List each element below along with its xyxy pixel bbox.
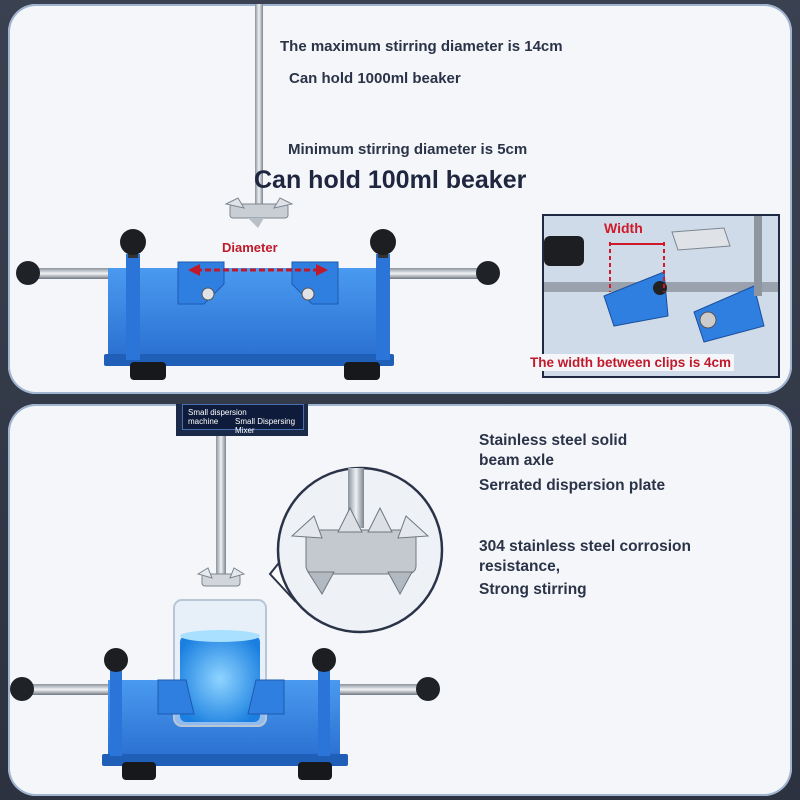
stirrer-with-beaker-illustration: [10, 404, 444, 780]
bottom-left-knob: [104, 648, 128, 672]
diameter-label: Diameter: [222, 240, 278, 255]
glass-beaker: [173, 599, 267, 727]
clip-width-caption: The width between clips is 4cm: [527, 354, 735, 371]
bottom-panel: Small dispersion machine Small Dispersin…: [8, 404, 792, 796]
max-beaker-text: Can hold 1000ml beaker: [289, 70, 461, 87]
device-nameplate: Small dispersion machine Small Dispersin…: [182, 404, 304, 435]
clip-width-inset: Width: [542, 214, 780, 378]
diameter-arrow: [188, 264, 328, 276]
rod-end-knob-left: [16, 261, 40, 285]
feature-axle-line1: Stainless steel solid: [479, 432, 628, 449]
nameplate-line1: Small dispersion: [188, 408, 247, 417]
nameplate-line2: machine: [188, 417, 219, 426]
bottom-right-knob: [312, 648, 336, 672]
min-beaker-headline: Can hold 100ml beaker: [254, 166, 527, 194]
bottom-stirring-shaft: [216, 436, 226, 586]
feature-steel-line3: Strong stirring: [479, 581, 587, 598]
rod-end-knob-right: [476, 261, 500, 285]
feature-steel-line2: resistance,: [479, 558, 560, 575]
top-panel: The maximum stirring diameter is 14cm Ca…: [8, 4, 792, 394]
nameplate-line3: Small Dispersing Mixer: [235, 417, 296, 435]
dispersion-impeller: [224, 197, 294, 228]
clip-closeup-illustration: [544, 216, 778, 376]
left-tightening-knob: [120, 229, 146, 258]
right-post: [376, 254, 390, 360]
bottom-impeller: [196, 567, 246, 587]
feature-axle-line2: beam axle: [479, 452, 554, 469]
max-diameter-text: The maximum stirring diameter is 14cm: [280, 38, 563, 55]
min-diameter-text: Minimum stirring diameter is 5cm: [288, 141, 528, 158]
feature-plate: Serrated dispersion plate: [479, 477, 666, 494]
right-tightening-knob: [370, 229, 396, 258]
stirring-shaft: [255, 4, 263, 216]
impeller-zoom-circle: [268, 466, 444, 634]
inset-width-label: Width: [604, 220, 643, 236]
stirrer-stand-illustration-top: [16, 4, 500, 380]
blue-base-plate: [104, 268, 394, 380]
feature-steel-line1: 304 stainless steel corrosion: [479, 538, 691, 555]
left-post: [126, 254, 140, 360]
